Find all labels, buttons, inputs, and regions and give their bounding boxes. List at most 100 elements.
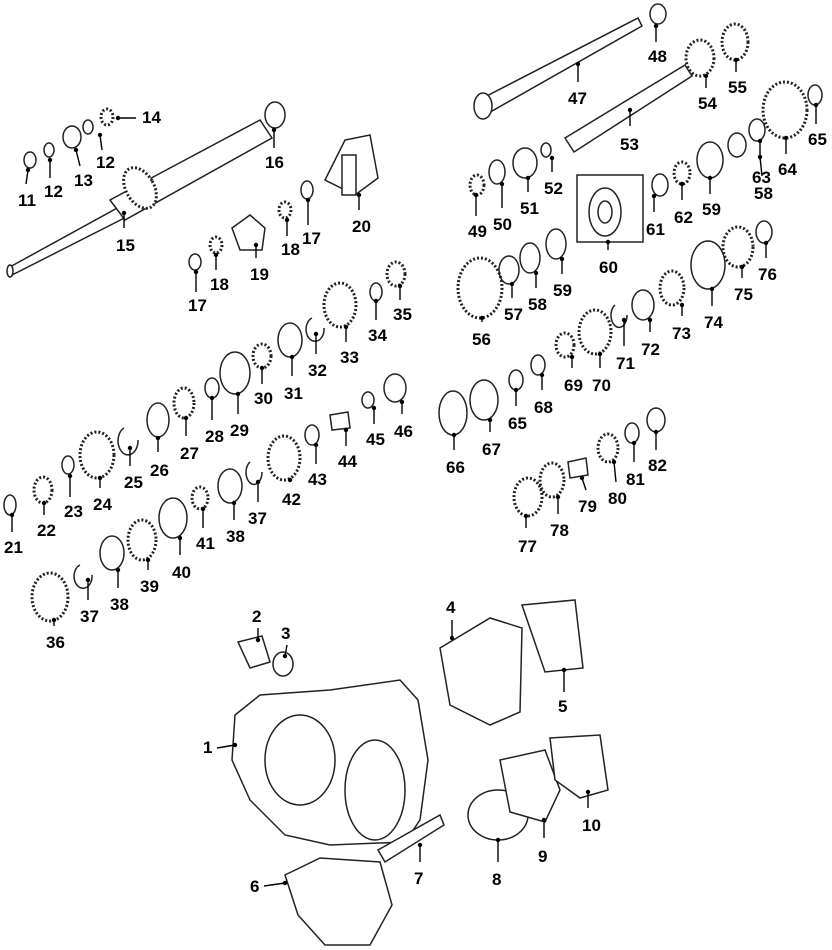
callout-arrow-tip bbox=[235, 391, 241, 397]
callout-arrow-tip bbox=[539, 372, 545, 378]
callout-number: 25 bbox=[124, 473, 143, 492]
callout-arrow-tip bbox=[549, 155, 555, 161]
callout-75: 75 bbox=[734, 264, 753, 304]
callout-arrow-tip bbox=[97, 475, 103, 481]
callout-arrow-tip bbox=[73, 147, 79, 153]
callout-34: 34 bbox=[368, 298, 387, 345]
callout-arrow-tip bbox=[513, 387, 519, 393]
callout-59a: 59 bbox=[553, 256, 572, 300]
callout-number: 6 bbox=[250, 877, 259, 896]
callout-32: 32 bbox=[308, 331, 327, 380]
callout-arrow-tip bbox=[177, 535, 183, 541]
callout-arrow-tip bbox=[525, 175, 531, 181]
callout-number: 22 bbox=[37, 521, 56, 540]
callout-number: 12 bbox=[44, 182, 63, 201]
callout-arrow-tip bbox=[451, 432, 457, 438]
callout-number: 45 bbox=[366, 430, 385, 449]
callout-arrow-tip bbox=[259, 365, 265, 371]
callout-number: 10 bbox=[582, 816, 601, 835]
callout-arrow-tip bbox=[733, 57, 739, 63]
callout-arrow-tip bbox=[213, 252, 219, 258]
callout-arrow-tip bbox=[289, 354, 295, 360]
callout-arrow-tip bbox=[155, 435, 161, 441]
callout-number: 38 bbox=[110, 595, 129, 614]
callout-arrow-tip bbox=[597, 351, 603, 357]
callout-arrow-tip bbox=[679, 302, 685, 308]
callout-arrow-tip bbox=[47, 157, 53, 163]
callout-8: 8 bbox=[492, 837, 501, 889]
callout-31: 31 bbox=[284, 354, 303, 403]
callout-29: 29 bbox=[230, 391, 249, 440]
callout-arrow-tip bbox=[271, 127, 277, 133]
callout-arrow-tip bbox=[200, 506, 206, 512]
callout-19: 19 bbox=[250, 242, 269, 284]
callout-number: 77 bbox=[518, 537, 537, 556]
transmission-case-1 bbox=[231, 679, 429, 846]
housing-4 bbox=[439, 617, 523, 726]
parts-49-52 bbox=[468, 142, 552, 197]
callout-20: 20 bbox=[352, 192, 371, 236]
callout-arrow-tip bbox=[585, 789, 591, 795]
callout-15: 15 bbox=[116, 210, 135, 255]
callout-number: 39 bbox=[140, 577, 159, 596]
callout-arrow-tip bbox=[703, 73, 709, 79]
callout-77: 77 bbox=[518, 513, 537, 556]
callout-leader-line bbox=[759, 156, 763, 177]
callout-number: 19 bbox=[250, 265, 269, 284]
callout-number: 71 bbox=[616, 354, 635, 373]
callout-number: 75 bbox=[734, 285, 753, 304]
callout-37b: 37 bbox=[248, 479, 267, 528]
callout-82: 82 bbox=[648, 429, 667, 475]
callout-arrow-tip bbox=[67, 473, 73, 479]
callout-arrow-tip bbox=[709, 286, 715, 292]
gear-64 bbox=[761, 80, 809, 140]
callout-arrow-tip bbox=[653, 23, 659, 29]
callout-arrow-tip bbox=[287, 477, 293, 483]
callout-number: 58 bbox=[754, 184, 773, 203]
callout-leader-line bbox=[99, 134, 103, 151]
callout-number: 24 bbox=[93, 495, 112, 514]
callout-65a: 65 bbox=[808, 102, 827, 149]
callout-arrow-tip bbox=[284, 217, 290, 223]
callout-49: 49 bbox=[468, 192, 487, 241]
callout-number: 79 bbox=[578, 497, 597, 516]
callout-16: 16 bbox=[265, 127, 284, 172]
callout-arrow-tip bbox=[183, 415, 189, 421]
callout-number: 65 bbox=[808, 130, 827, 149]
callout-72: 72 bbox=[641, 317, 660, 359]
callout-arrow-tip bbox=[397, 283, 403, 289]
callout-79: 79 bbox=[578, 475, 597, 516]
flange-20 bbox=[323, 134, 379, 196]
callout-arrow-tip bbox=[479, 315, 485, 321]
callout-28: 28 bbox=[205, 395, 224, 446]
callout-arrow-tip bbox=[305, 197, 311, 203]
callout-arrow-tip bbox=[373, 298, 379, 304]
callout-arrow-tip bbox=[371, 405, 377, 411]
callout-number: 80 bbox=[608, 489, 627, 508]
callout-number: 26 bbox=[150, 461, 169, 480]
callout-number: 14 bbox=[142, 108, 161, 127]
callout-arrow-tip bbox=[97, 132, 103, 138]
callout-number: 41 bbox=[196, 534, 215, 553]
callout-number: 7 bbox=[414, 869, 423, 888]
callout-arrow-tip bbox=[145, 557, 151, 563]
callout-number: 47 bbox=[568, 89, 587, 108]
callout-74: 74 bbox=[704, 286, 723, 332]
callout-arrow-tip bbox=[255, 637, 261, 643]
small-rings-11-14 bbox=[23, 107, 115, 169]
callout-21: 21 bbox=[4, 512, 23, 557]
callout-arrow-tip bbox=[255, 479, 261, 485]
callout-54: 54 bbox=[698, 73, 717, 113]
callout-number: 48 bbox=[648, 47, 667, 66]
callout-arrow-tip bbox=[399, 399, 405, 405]
callout-number: 15 bbox=[116, 236, 135, 255]
callout-number: 51 bbox=[520, 199, 539, 218]
callout-number: 66 bbox=[446, 458, 465, 477]
callout-18b: 18 bbox=[210, 252, 229, 294]
callout-4: 4 bbox=[446, 598, 456, 641]
shaft-7 bbox=[376, 813, 445, 864]
callout-number: 35 bbox=[393, 305, 412, 324]
callout-66: 66 bbox=[446, 432, 465, 477]
callout-5: 5 bbox=[558, 667, 567, 716]
